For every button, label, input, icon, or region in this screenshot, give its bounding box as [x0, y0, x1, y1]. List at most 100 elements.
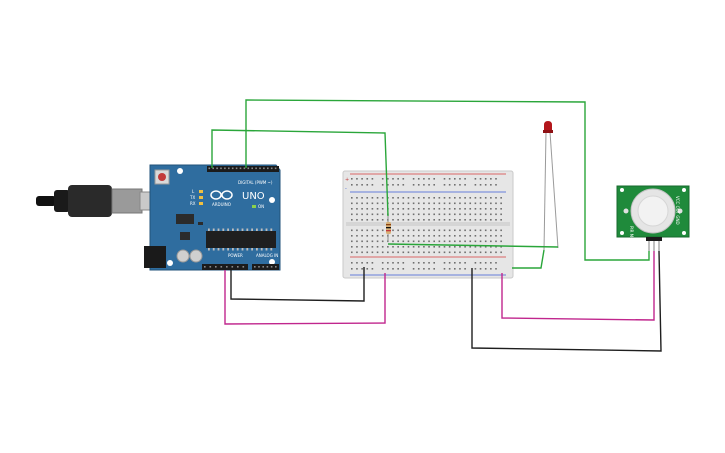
power-jack[interactable]	[144, 246, 166, 268]
chip-leg	[232, 228, 234, 231]
power-header[interactable]	[202, 264, 248, 270]
breadboard-hole	[423, 184, 425, 186]
breadboard-hole	[438, 240, 441, 243]
breadboard-hole	[495, 197, 497, 199]
pir-sensor[interactable]: PIR MOTION VCC OUT GND	[616, 185, 690, 251]
breadboard-hole	[361, 208, 363, 210]
wire-magenta-pir-vcc[interactable]	[501, 251, 655, 321]
usb-chip	[176, 214, 194, 224]
reset-button-cap	[158, 173, 166, 181]
breadboard-hole	[448, 184, 451, 186]
breadboard-hole	[397, 184, 399, 186]
chip-leg	[212, 248, 215, 251]
chip-leg	[241, 228, 244, 231]
breadboard-hole	[351, 240, 353, 243]
wire-black-gnd[interactable]	[230, 267, 365, 302]
breadboard-hole	[381, 246, 384, 248]
breadboard-hole	[417, 240, 420, 243]
breadboard[interactable]: + -	[342, 170, 514, 279]
breadboard-hole	[351, 246, 353, 248]
breadboard-hole	[474, 208, 477, 210]
header-pin	[242, 266, 245, 268]
breadboard-hole	[356, 251, 358, 254]
breadboard-hole	[412, 219, 415, 221]
breadboard-hole	[423, 208, 425, 210]
breadboard-hole	[417, 251, 420, 254]
breadboard-hole	[500, 235, 502, 237]
pir-trimmer[interactable]	[623, 208, 629, 214]
breadboard-hole	[381, 184, 384, 186]
header-pin	[275, 266, 277, 268]
breadboard-hole	[356, 208, 358, 210]
breadboard-hole	[454, 213, 456, 216]
breadboard-hole	[469, 219, 472, 221]
breadboard-hole	[351, 268, 353, 270]
breadboard-hole	[402, 178, 405, 180]
usb-plug-metal	[111, 188, 143, 214]
breadboard-hole	[469, 229, 472, 232]
arduino-uno[interactable]: DIGITAL (PWM ~) L TX RX ARDUINO UNO ON	[144, 164, 281, 271]
breadboard-hole	[361, 219, 363, 221]
breadboard-hole	[459, 219, 461, 221]
breadboard-hole	[397, 235, 399, 237]
breadboard-hole	[479, 202, 482, 205]
breadboard-hole	[490, 213, 492, 216]
breadboard-hole	[438, 208, 441, 210]
rail-plus-label: +	[345, 177, 349, 183]
breadboard-hole	[454, 240, 456, 243]
breadboard-hole	[484, 268, 487, 270]
breadboard-hole	[448, 178, 451, 180]
resistor[interactable]	[386, 215, 391, 242]
wire-magenta-5v[interactable]	[224, 270, 386, 325]
breadboard-hole	[500, 219, 502, 221]
wire-green-led-anode[interactable]	[387, 243, 559, 248]
breadboard-hole	[402, 240, 405, 243]
breadboard-hole	[376, 213, 379, 216]
breadboard-hole	[397, 208, 399, 210]
resistor-band	[386, 227, 391, 229]
breadboard-hole	[459, 208, 461, 210]
chip-leg	[232, 248, 234, 251]
breadboard-hole	[490, 202, 492, 205]
pir-trimmer[interactable]	[677, 208, 683, 214]
red-led[interactable]	[543, 121, 559, 251]
breadboard-hole	[459, 229, 461, 232]
breadboard-hole	[438, 246, 441, 248]
wire-black-pir-gnd[interactable]	[471, 250, 662, 352]
breadboard-hole	[381, 208, 384, 210]
breadboard-hole	[459, 235, 461, 237]
wire-green-pir-signal[interactable]	[245, 99, 650, 261]
breadboard-hole	[397, 213, 399, 216]
breadboard-hole	[397, 246, 399, 248]
wire-green-resistor[interactable]	[211, 129, 389, 217]
breadboard-hole	[387, 246, 389, 248]
breadboard-hole	[423, 262, 425, 264]
breadboard-hole	[351, 251, 353, 254]
breadboard-hole	[392, 240, 394, 243]
breadboard-hole	[454, 235, 456, 237]
rail-minus-label: -	[345, 186, 347, 192]
breadboard-hole	[361, 213, 363, 216]
breadboard-hole	[397, 178, 399, 180]
breadboard-hole	[448, 268, 451, 270]
wire-green-led-cathode[interactable]	[512, 249, 545, 269]
breadboard-hole	[392, 208, 394, 210]
digital-header[interactable]	[207, 166, 279, 172]
wires[interactable]	[211, 99, 662, 352]
breadboard-hole	[479, 184, 482, 186]
analog-header[interactable]	[252, 264, 279, 270]
breadboard-hole	[490, 197, 492, 199]
breadboard-hole	[428, 268, 430, 270]
header-pin	[237, 266, 239, 268]
usb-cable[interactable]	[36, 185, 163, 217]
chip-leg	[227, 228, 229, 231]
breadboard-hole	[428, 184, 430, 186]
breadboard-hole	[366, 229, 369, 232]
breadboard-hole	[474, 219, 477, 221]
breadboard-hole	[387, 178, 389, 180]
breadboard-hole	[459, 240, 461, 243]
breadboard-center-channel	[346, 222, 510, 226]
breadboard-hole	[376, 202, 379, 205]
breadboard-hole	[407, 240, 410, 243]
pir-hole	[682, 231, 686, 235]
